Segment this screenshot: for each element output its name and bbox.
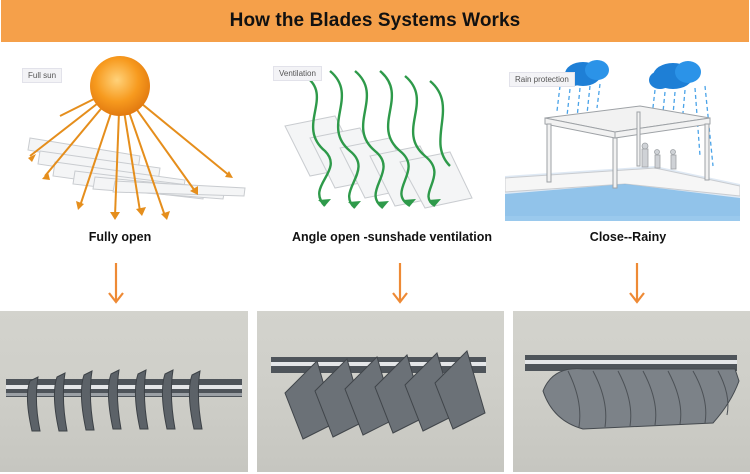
caption-angle-open: Angle open -sunshade ventilation [291, 230, 493, 244]
caption-close-rainy: Close--Rainy [589, 230, 667, 244]
down-arrow-icon [392, 263, 408, 304]
blades-fully-open-photo [0, 311, 248, 472]
sun-louvres-drawing [27, 56, 246, 220]
sun-icon [90, 56, 150, 116]
blades-closed-photo [513, 311, 750, 472]
down-arrow-icon [108, 263, 124, 304]
panel-tag: Rain protection [509, 72, 575, 87]
full-sun-illustration: Full sun [20, 56, 250, 221]
panel-tag: Full sun [22, 68, 63, 83]
blades-angle-open-photo [257, 311, 504, 472]
closed-blades-render [525, 355, 740, 430]
open-blades-render [6, 369, 242, 432]
rain-cloud-icon [563, 60, 701, 89]
rain-protection-illustration: Rain protection [504, 56, 741, 221]
page-title: How the Blades Systems Works [229, 10, 521, 31]
caption-fully-open: Fully open [88, 230, 152, 244]
airflow-arrows [304, 70, 451, 209]
down-arrow-icon [629, 263, 645, 304]
vent-louvres-drawing [284, 70, 473, 209]
title-banner: How the Blades Systems Works [1, 0, 749, 42]
panel-tag: Ventilation [273, 66, 322, 81]
ventilation-illustration: Ventilation [265, 56, 480, 221]
angled-blades-render [271, 350, 486, 440]
